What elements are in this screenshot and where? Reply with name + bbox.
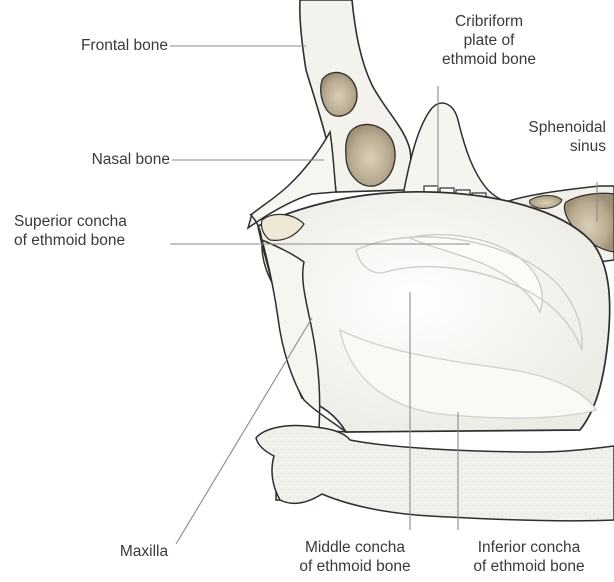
label-superior-concha-line2: of ethmoid bone xyxy=(14,231,184,250)
label-sphenoidal-sinus: Sphenoidal sinus xyxy=(484,118,606,156)
label-inferior-concha-line1: Inferior concha xyxy=(448,538,610,557)
label-maxilla: Maxilla xyxy=(104,542,184,561)
hard-palate-shape xyxy=(256,426,614,521)
label-middle-concha-line2: of ethmoid bone xyxy=(280,557,430,576)
label-cribriform-line3: ethmoid bone xyxy=(404,50,574,69)
label-cribriform-plate: Cribriform plate of ethmoid bone xyxy=(404,12,574,69)
label-superior-concha-line1: Superior concha xyxy=(14,212,184,231)
label-sphenoidal-line2: sinus xyxy=(484,137,606,156)
label-nasal-bone-text: Nasal bone xyxy=(92,151,170,168)
label-frontal-bone: Frontal bone xyxy=(18,36,168,55)
label-middle-concha: Middle concha of ethmoid bone xyxy=(280,538,430,576)
label-sphenoidal-line1: Sphenoidal xyxy=(484,118,606,137)
label-inferior-concha-line2: of ethmoid bone xyxy=(448,557,610,576)
label-frontal-bone-text: Frontal bone xyxy=(81,37,168,54)
label-nasal-bone: Nasal bone xyxy=(18,150,170,169)
label-superior-concha: Superior concha of ethmoid bone xyxy=(14,212,184,250)
frontal-sinus-lower xyxy=(346,124,395,186)
label-cribriform-line2: plate of xyxy=(404,31,574,50)
label-cribriform-line1: Cribriform xyxy=(404,12,574,31)
frontal-sinus-upper xyxy=(321,72,357,116)
label-inferior-concha: Inferior concha of ethmoid bone xyxy=(448,538,610,576)
label-middle-concha-line1: Middle concha xyxy=(280,538,430,557)
label-maxilla-text: Maxilla xyxy=(120,543,168,560)
